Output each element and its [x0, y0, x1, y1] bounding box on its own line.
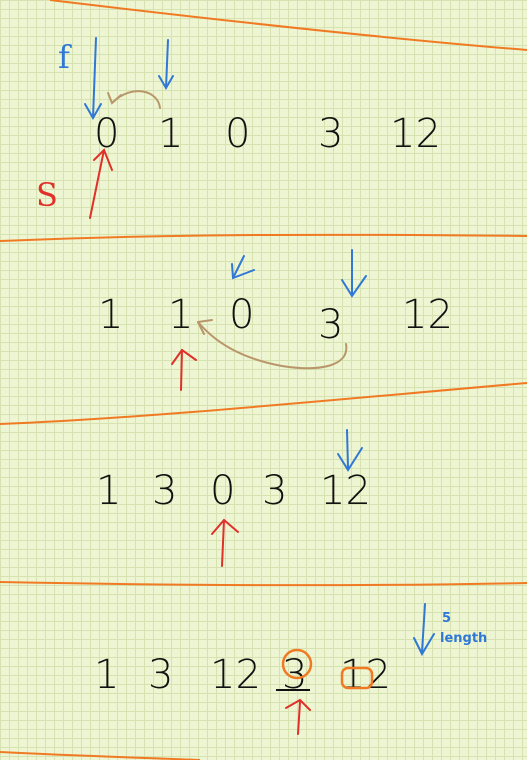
slow-pointer-label: S: [36, 176, 58, 214]
fast-pointer-arrow-icon: [84, 37, 102, 121]
length-arrow-icon: [413, 603, 435, 657]
swap-arc-icon: [197, 319, 348, 370]
step-3-value-0: 1: [96, 468, 121, 514]
step-2-value-3: 3: [318, 302, 343, 348]
step-2-value-4: 12: [402, 292, 453, 338]
step-4: 1 3 12 3 12 5 length: [94, 603, 487, 735]
length-count: 5: [442, 611, 451, 626]
step-2-value-2: 0: [229, 292, 254, 338]
step-1-value-1: 1: [158, 111, 183, 157]
step-3-value-3: 3: [262, 468, 287, 514]
step-3-value-2: 0: [210, 468, 235, 514]
step-1-value-4: 12: [390, 111, 441, 157]
slow-pointer-arrow-icon: [171, 348, 197, 391]
step-4-value-4: 12: [340, 652, 391, 698]
next-pointer-arrow-icon: [341, 249, 367, 298]
step-1-value-0: 0: [94, 111, 119, 157]
fast-pointer-label: f: [58, 38, 72, 76]
highlight-circle: [281, 648, 313, 680]
step-3: 1 3 0 3 12: [96, 429, 371, 567]
divider-line-1: [0, 233, 527, 242]
step-1: 0 1 0 3 12 f S: [36, 37, 441, 219]
step-4-value-0: 1: [94, 652, 119, 698]
step-4-value-1: 3: [148, 652, 173, 698]
step-4-value-2: 12: [210, 652, 261, 698]
fast-pointer-arrow-icon: [231, 255, 255, 280]
divider-line-3: [0, 581, 527, 587]
next-pointer-arrow-icon: [337, 429, 363, 472]
swap-arc-icon: [107, 90, 161, 109]
step-2-value-1: 1: [168, 292, 193, 338]
slow-pointer-arrow-icon: [285, 698, 311, 735]
step-1-value-3: 3: [318, 111, 343, 157]
highlight-box: [340, 666, 374, 690]
step-2: 1 1 0 3 12: [98, 249, 453, 391]
divider-line-bottom: [0, 751, 201, 760]
divider-line-top: [49, 0, 527, 51]
step-1-value-2: 0: [225, 111, 250, 157]
length-word: length: [440, 631, 487, 646]
slow-pointer-arrow-icon: [89, 148, 113, 219]
next-pointer-arrow-icon: [158, 39, 174, 90]
step-3-value-1: 3: [152, 468, 177, 514]
divider-line-2: [0, 382, 527, 425]
slow-pointer-arrow-icon: [211, 518, 239, 567]
step-3-value-4: 12: [320, 468, 371, 514]
step-2-value-0: 1: [98, 292, 123, 338]
